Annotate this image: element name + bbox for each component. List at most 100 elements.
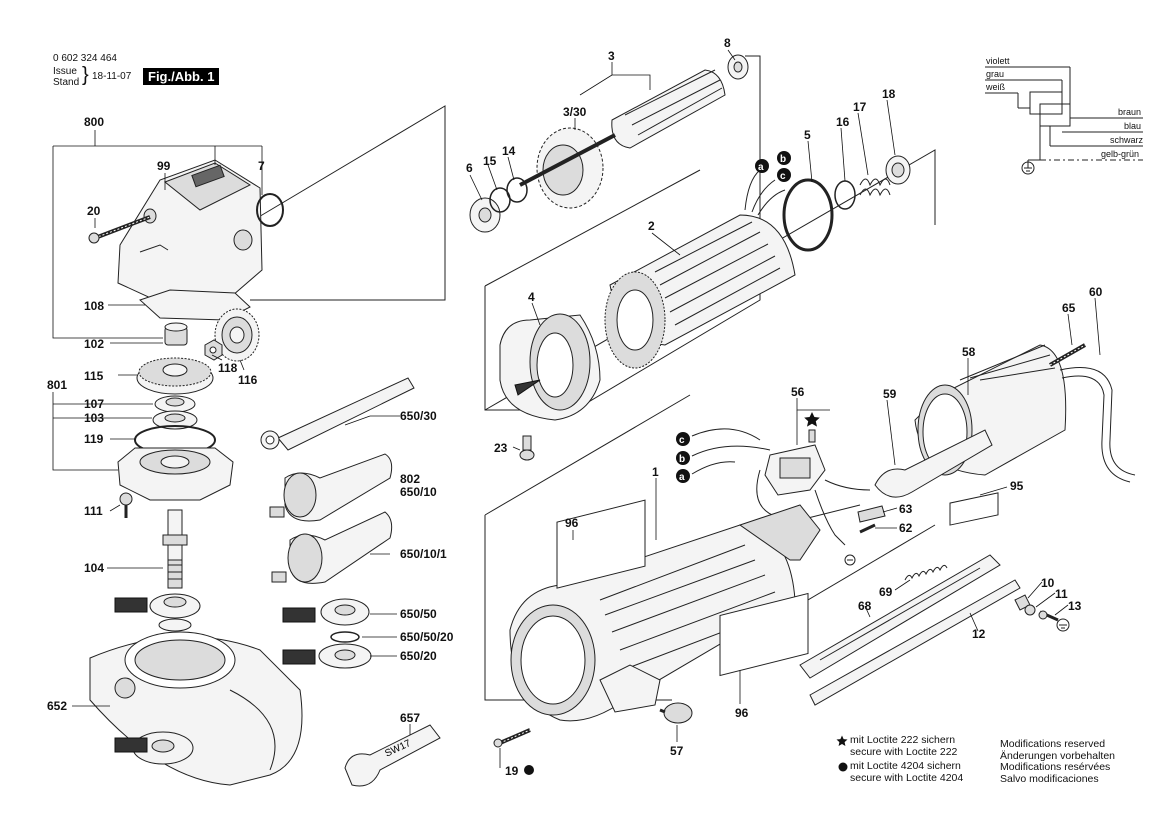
callout-19: 19 <box>505 764 519 778</box>
label-95 <box>949 492 999 526</box>
callout-13: 13 <box>1068 599 1082 613</box>
callout-63: 63 <box>899 502 913 516</box>
label-96-upper <box>556 499 646 589</box>
callout-652: 652 <box>47 699 67 713</box>
ring-5 <box>782 178 834 252</box>
callout-650-20: 650/20 <box>400 649 437 663</box>
ground-symbol-13 <box>1056 618 1070 632</box>
bearing-shield-4 <box>499 313 601 421</box>
callout-107: 107 <box>84 397 104 411</box>
callout-95: 95 <box>1010 479 1024 493</box>
callout-4: 4 <box>528 290 535 304</box>
o-ring-7 <box>256 193 284 227</box>
screw-19 <box>493 728 531 748</box>
wire-label-braun: braun <box>1118 107 1141 117</box>
cap-18 <box>885 155 911 185</box>
flange-650-50 <box>320 598 370 626</box>
leader-lines <box>52 49 1101 768</box>
callout-65: 65 <box>1062 301 1076 315</box>
callout-650-10: 650/10 <box>400 485 437 499</box>
mod-fr: Modifications resérvées <box>1000 761 1111 773</box>
callout-650-30: 650/30 <box>400 409 437 423</box>
nut-118 <box>204 339 223 361</box>
callout-8: 8 <box>724 36 731 50</box>
aux-handle-650-10-1 <box>271 511 393 584</box>
callout-62: 62 <box>899 521 913 535</box>
screw-13 <box>1038 610 1059 622</box>
callout-650-50-20: 650/50/20 <box>400 630 454 644</box>
callout-58: 58 <box>962 345 976 359</box>
wheel-guard-652 <box>89 631 303 786</box>
issue-label: Issue <box>53 66 77 77</box>
note-loctite-4204-en: secure with Loctite 4204 <box>850 771 964 784</box>
callout-68: 68 <box>858 599 872 613</box>
callout-15: 15 <box>483 154 497 168</box>
callout-18: 18 <box>882 87 896 101</box>
svg-text:a: a <box>758 162 764 173</box>
note-loctite-4204-de: mit Loctite 4204 sichern <box>850 760 961 772</box>
svg-text:b: b <box>780 154 786 165</box>
clamp-63 <box>857 505 886 523</box>
screw-23 <box>519 435 535 461</box>
callout-56: 56 <box>791 385 805 399</box>
callout-57: 57 <box>670 744 684 758</box>
callout-6: 6 <box>466 161 473 175</box>
callout-1: 1 <box>652 465 659 479</box>
svg-text:a: a <box>679 472 685 483</box>
gear-head-housing <box>117 159 263 303</box>
bevel-gear-116 <box>214 308 260 362</box>
black-marker-b <box>114 737 148 753</box>
bevel-gear-115 <box>136 357 214 395</box>
bearing-6 <box>469 197 501 233</box>
callout-111: 111 <box>84 504 103 518</box>
black-marker-c <box>282 607 316 623</box>
washer-15 <box>489 187 511 213</box>
callout-96-lower: 96 <box>735 706 749 720</box>
callout-5: 5 <box>804 128 811 142</box>
svg-text:b: b <box>679 454 685 465</box>
callout-60: 60 <box>1089 285 1103 299</box>
callout-99: 99 <box>157 159 171 173</box>
flange-lower <box>149 593 201 632</box>
pin-spanner-650-30 <box>260 377 415 451</box>
bearing-102 <box>164 322 188 346</box>
screw-62 <box>859 523 876 534</box>
bearing-107 <box>154 395 196 413</box>
wire-label-blau: blau <box>1124 121 1141 131</box>
callout-116: 116 <box>238 373 258 387</box>
wire-label-schwarz: schwarz <box>1110 135 1144 145</box>
screw-65 <box>1049 343 1086 367</box>
wire-label-violett: violett <box>986 56 1010 66</box>
callout-104: 104 <box>84 561 104 575</box>
callout-16: 16 <box>836 115 850 129</box>
ring-650-50-20 <box>330 631 360 643</box>
cable-sleeve-59 <box>874 429 993 498</box>
callout-11: 11 <box>1055 587 1068 601</box>
callout-657: 657 <box>400 711 420 725</box>
stator-wires <box>744 169 786 216</box>
screw-111 <box>119 492 133 518</box>
mod-es: Salvo modificaciones <box>1000 772 1099 785</box>
bearing-103 <box>152 410 198 430</box>
note-loctite-4204: mit Loctite 4204 sichern secure with Loc… <box>850 760 964 784</box>
switch-56 <box>691 428 871 546</box>
ring-14 <box>506 177 528 203</box>
spring-69 <box>904 564 948 581</box>
ground-symbol-62 <box>844 554 856 566</box>
wire-label-grau: grau <box>986 69 1004 79</box>
spindle-104 <box>162 509 188 589</box>
modifications-note: Modifications reserved Änderungen vorbeh… <box>1000 738 1115 785</box>
label-96-lower <box>719 592 809 677</box>
callout-650-10-1: 650/10/1 <box>400 547 447 561</box>
wiring-schematic: violett grau weiß braun blau schwarz gel… <box>985 56 1144 175</box>
callout-labels: 800 99 7 20 108 102 801 115 107 103 119 … <box>47 36 1103 778</box>
screw-switch <box>808 429 816 443</box>
loctite4204-dot-marker <box>524 765 534 775</box>
black-marker-a <box>114 597 148 613</box>
note-loctite-222: mit Loctite 222 sichern secure with Loct… <box>850 734 957 758</box>
callout-802: 802 <box>400 472 420 486</box>
loctite222-star-icon <box>836 735 848 746</box>
callout-102: 102 <box>84 337 104 351</box>
callout-118: 118 <box>218 361 238 375</box>
armature-3 <box>519 54 749 209</box>
